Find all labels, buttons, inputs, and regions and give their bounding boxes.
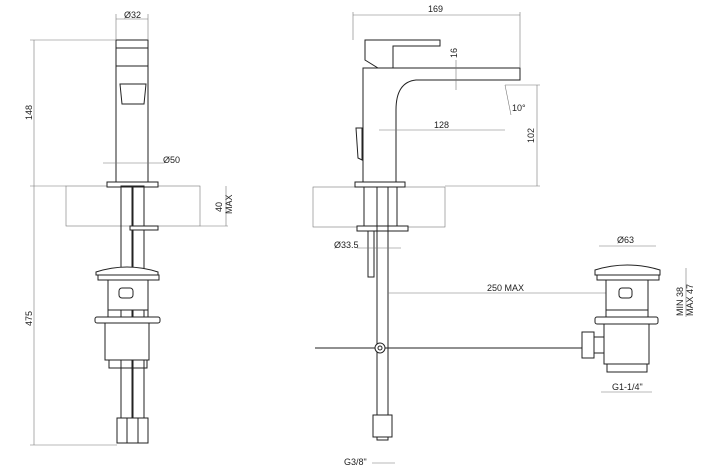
dim-dia-cap: Ø63	[617, 235, 634, 245]
dim-height-upper: 148	[24, 105, 34, 120]
faucet-body	[115, 39, 149, 183]
hose	[376, 186, 389, 441]
dim-height-total: 475	[24, 311, 34, 326]
waste-body	[107, 279, 149, 311]
waste-view: Ø63 MIN 38 MAX 47 G1-1/4"	[581, 235, 695, 393]
hose-left	[120, 185, 133, 441]
hose-nut	[372, 414, 393, 438]
dim-spout-height: 102	[526, 128, 536, 143]
popup-lever	[355, 127, 363, 161]
dim-nut-dia: Ø33.5	[334, 240, 359, 250]
dim-thread: G1-1/4"	[612, 382, 643, 392]
dim-reach: 128	[434, 120, 449, 130]
faucet-body-spout	[362, 67, 521, 183]
dim-connection: G3/8"	[344, 457, 367, 467]
rod-nut	[581, 331, 595, 359]
countertop-section	[312, 186, 446, 228]
fixing-nut	[129, 225, 159, 231]
dim-angle: 10°	[512, 103, 526, 113]
lever-handle	[364, 39, 441, 69]
dim-dia-base: Ø50	[163, 155, 180, 165]
popup-cap	[95, 266, 159, 276]
hose-right	[132, 185, 145, 441]
dim-min: MIN 38	[675, 287, 685, 316]
rod-joint	[374, 342, 386, 354]
dim-spout-thickness: 16	[449, 48, 459, 58]
side-view: 169 16 10° 128 102 Ø33.5 250 MAX G3/8"	[312, 4, 620, 467]
dim-max: MAX 47	[685, 284, 695, 316]
dim-counter: 40	[214, 202, 224, 212]
dim-dia-top: Ø32	[124, 10, 141, 20]
dim-counter-max: MAX	[224, 194, 234, 214]
waste-cap	[594, 264, 661, 276]
dim-rod-length: 250 MAX	[487, 283, 524, 293]
hose-nut	[116, 417, 149, 444]
dim-width: 169	[428, 4, 443, 14]
front-view: Ø32 148 475 Ø50 40 MAX	[24, 10, 234, 446]
